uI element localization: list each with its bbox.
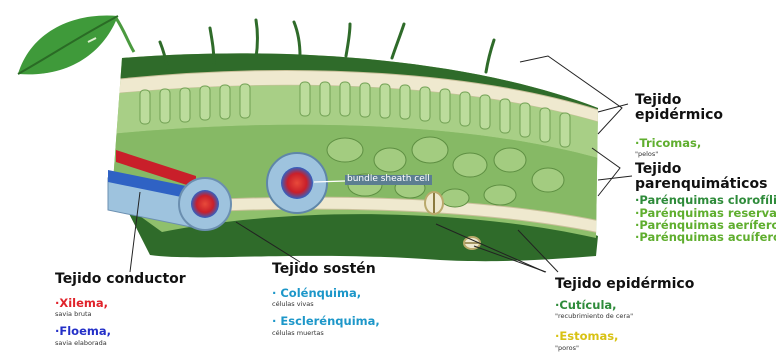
colenquima-sub: células vivas [272, 301, 380, 308]
parenchyma-item-4: ·Parénquimas acuíferos [635, 231, 776, 243]
epidermis-bottom-title: Tejido epidérmico [555, 277, 694, 292]
estomas-label: ·Estomas, [555, 329, 618, 343]
parenchyma-title-2: parenquimáticos [635, 177, 776, 192]
xilema-sub: savia bruta [55, 311, 186, 318]
epidermis-bottom-group: Tejido epidérmico ·Cutícula, "recubrimie… [555, 277, 694, 352]
conductor-title: Tejido conductor [55, 272, 186, 287]
epidermis-top-title-1: Tejido [635, 93, 723, 108]
parenchyma-item-1: ·Parénquimas clorofílico [635, 194, 776, 206]
esclerenquima-sub: células muertas [272, 330, 380, 337]
floema-sub: savia elaborada [55, 340, 186, 347]
tricomas-label: ·Tricomas, [635, 136, 701, 150]
conductor-group: Tejido conductor ·Xilema, savia bruta ·F… [55, 272, 186, 347]
epidermis-top-title-2: epidérmico [635, 108, 723, 123]
sosten-group: Tejido sostén · Colénquima, células viva… [272, 262, 380, 337]
floema-label: ·Floema, [55, 324, 111, 338]
cuticula-label: ·Cutícula, [555, 298, 617, 312]
parenchyma-group: Tejido parenquimáticos ·Parénquimas clor… [635, 162, 776, 244]
sosten-title: Tejido sostén [272, 262, 380, 277]
epidermis-top-group: Tejido epidérmico ·Tricomas, "pelos" [635, 93, 723, 159]
tricomas-sub: "pelos" [635, 151, 723, 158]
esclerenquima-label: · Esclerénquima, [272, 314, 380, 328]
estomas-sub: "poros" [555, 345, 694, 352]
bundle-sheath-label: bundle sheath cell [345, 175, 432, 185]
parenchyma-title-1: Tejido [635, 162, 776, 177]
xilema-label: ·Xilema, [55, 296, 108, 310]
cuticula-sub: "recubrimiento de cera" [555, 313, 694, 320]
leaf-icon [18, 16, 134, 75]
colenquima-label: · Colénquima, [272, 286, 361, 300]
stoma-icon [425, 192, 443, 214]
